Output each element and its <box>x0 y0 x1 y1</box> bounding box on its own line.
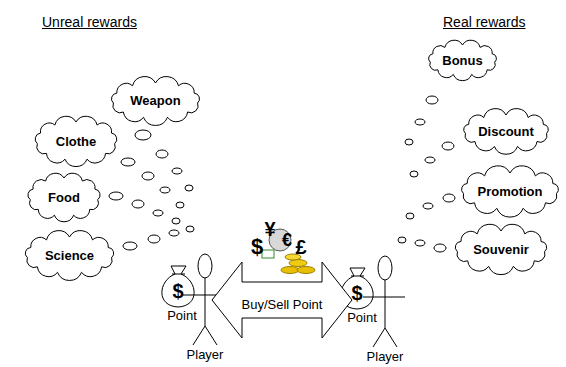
stick-figure <box>352 252 402 352</box>
symbol-label: Point <box>347 311 377 324</box>
reward-name: Bonus <box>442 53 482 68</box>
reward-cloud: Weapon <box>108 78 203 123</box>
reward-name: Weapon <box>130 93 180 108</box>
symbol-label: $ <box>172 281 183 301</box>
reward-cloud: Clothe <box>32 117 120 165</box>
player-name: Player <box>187 347 224 362</box>
stick-figure <box>190 250 212 350</box>
player-name: Player <box>367 349 404 364</box>
reward-name: Science <box>45 248 94 263</box>
money-bag <box>162 266 194 307</box>
exchange-arrow <box>212 262 352 338</box>
reward-cloud: Promotion <box>458 168 562 214</box>
section-heading: Unreal rewards <box>42 15 137 29</box>
symbol-label: £ <box>295 237 306 257</box>
money-bag <box>341 268 373 309</box>
reward-cloud: Food <box>25 173 103 221</box>
reward-name: Clothe <box>56 134 96 149</box>
symbol-label: $ <box>351 283 362 303</box>
reward-name: Discount <box>478 124 534 139</box>
reward-cloud: Bonus <box>425 40 500 80</box>
symbol-label: € <box>282 231 292 249</box>
section-heading: Real rewards <box>443 15 525 29</box>
edge-label: Buy/Sell Point <box>242 298 323 311</box>
reward-name: Souvenir <box>473 242 529 257</box>
reward-name: Food <box>48 190 80 205</box>
symbol-label: ¥ <box>264 219 275 239</box>
symbol-label: $ <box>251 236 263 258</box>
reward-cloud: Discount <box>460 110 552 152</box>
symbol-label: Point <box>167 309 197 322</box>
reward-cloud: Science <box>22 232 117 278</box>
player-figure: Player <box>352 252 402 352</box>
reward-cloud: Souvenir <box>452 226 550 272</box>
player-figure: Player <box>190 250 212 350</box>
reward-name: Promotion <box>478 184 543 199</box>
currency-coins <box>262 229 315 274</box>
